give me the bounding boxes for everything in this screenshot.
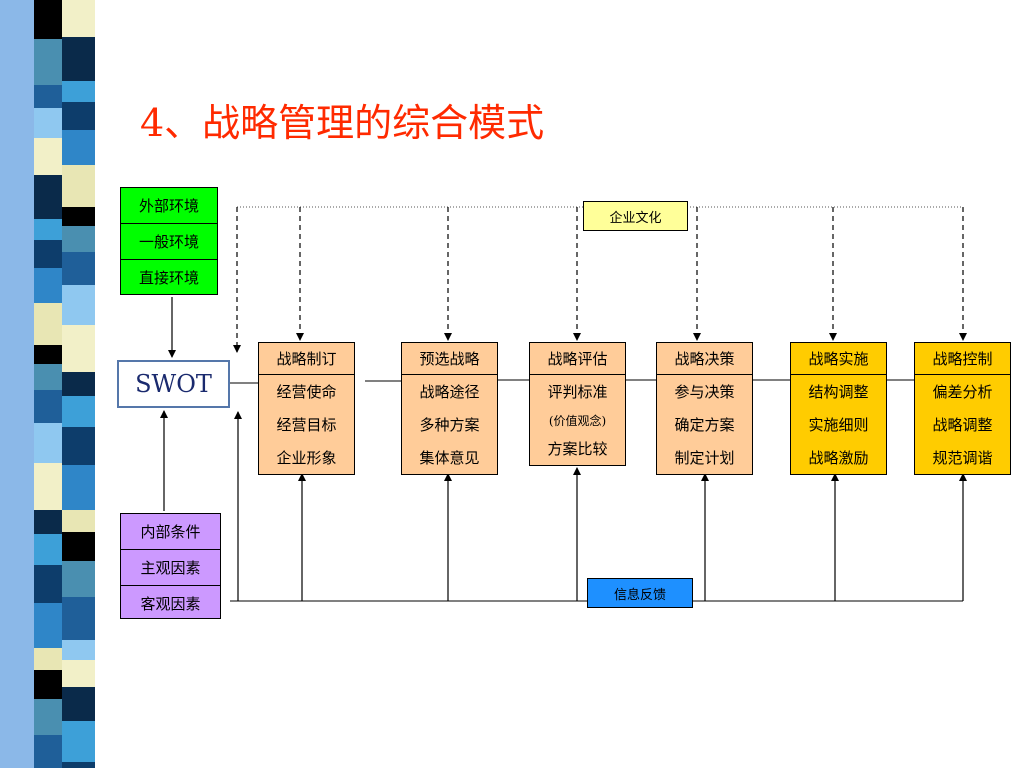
internal-row-2: 主观因素 — [121, 549, 220, 585]
culture-dashed-arrows — [233, 207, 967, 353]
stage-item: 制定计划 — [674, 449, 735, 467]
stripe-segment — [34, 175, 62, 219]
stripe-segment — [62, 597, 95, 640]
stripe-segment — [62, 640, 95, 660]
stripe-segment — [62, 465, 95, 510]
page-title: 4、战略管理的综合模式 — [140, 101, 545, 145]
stripe-segment — [62, 102, 95, 130]
stripe-segment — [34, 364, 62, 390]
stage-box-decision: 战略决策 参与决策 确定方案 制定计划 — [656, 342, 753, 475]
internal-conditions-box: 内部条件 主观因素 客观因素 — [120, 513, 221, 619]
stage-item: 经营目标 — [276, 416, 337, 434]
stage-item: 评判标准 — [547, 383, 608, 401]
stripe-segment — [62, 207, 95, 226]
stage-item: 偏差分析 — [932, 383, 993, 401]
stripe-segment — [34, 303, 62, 345]
stripe-segment — [62, 285, 95, 325]
stripe-segment — [34, 108, 62, 138]
stripe-segment — [62, 165, 95, 207]
stripe-segment — [34, 390, 62, 423]
stripe-segment — [34, 85, 62, 108]
stripe-segment — [62, 226, 95, 252]
stripe-segment — [34, 603, 62, 648]
external-row-3: 直接环境 — [121, 259, 217, 295]
stripe-segment — [34, 670, 62, 699]
stripe-segment — [62, 762, 95, 768]
stage-head: 战略控制 — [915, 343, 1010, 375]
stage-item: 方案比较 — [547, 440, 608, 458]
stripe-segment — [34, 345, 62, 364]
internal-row-1: 内部条件 — [140, 523, 201, 541]
stripe-segment — [62, 372, 95, 396]
stripe-segment — [34, 268, 62, 303]
stripe-segment — [62, 130, 95, 165]
stripe-segment — [34, 39, 62, 85]
stripe-segment — [62, 687, 95, 721]
stage-item: 战略激励 — [808, 449, 869, 467]
stage-head: 战略评估 — [530, 343, 625, 375]
stripe-segment — [34, 423, 62, 463]
stripe-segment — [62, 427, 95, 465]
stage-item: 战略调整 — [932, 416, 993, 434]
stage-box-formulation: 战略制订 经营使命 经营目标 企业形象 — [258, 342, 355, 475]
stage-item: 企业形象 — [276, 449, 337, 467]
feedback-up-arrows — [234, 411, 967, 601]
external-row-2: 一般环境 — [121, 223, 217, 259]
stripe-segment — [62, 721, 95, 762]
swot-box: SWOT — [117, 360, 230, 408]
stage-item: 参与决策 — [674, 383, 735, 401]
stripe-segment — [34, 699, 62, 735]
stage-item-note: (价值观念) — [548, 413, 607, 428]
stripe-segment — [34, 565, 62, 603]
stage-item: 实施细则 — [808, 416, 869, 434]
stripe-segment — [62, 81, 95, 102]
internal-row-3: 客观因素 — [121, 585, 220, 621]
stripe-segment — [62, 561, 95, 597]
stripe-segment — [34, 510, 62, 534]
stage-box-control: 战略控制 偏差分析 战略调整 规范调谐 — [914, 342, 1011, 475]
stripe-segment — [34, 735, 62, 768]
stripe-segment — [62, 325, 95, 372]
stage-head: 战略决策 — [657, 343, 752, 375]
decorative-stripe-bar — [0, 0, 120, 768]
main-flow-line — [230, 379, 914, 384]
stage-item: 规范调谐 — [932, 449, 993, 467]
stripe-segment — [62, 0, 95, 37]
corporate-culture-tag: 企业文化 — [583, 201, 688, 231]
stripe-segment — [34, 648, 62, 670]
stage-item: 集体意见 — [419, 449, 480, 467]
stage-head: 预选战略 — [402, 343, 497, 375]
stage-box-implementation: 战略实施 结构调整 实施细则 战略激励 — [790, 342, 887, 475]
stripe-segment — [62, 532, 95, 561]
stripe-segment — [62, 510, 95, 532]
information-feedback-tag: 信息反馈 — [587, 578, 693, 608]
stripe-segment — [34, 0, 62, 39]
stage-item: 经营使命 — [276, 383, 337, 401]
stage-box-evaluation: 战略评估 评判标准 (价值观念) 方案比较 — [529, 342, 626, 466]
stripe-segment — [62, 37, 95, 81]
stage-head: 战略实施 — [791, 343, 886, 375]
stripe-segment — [34, 219, 62, 240]
stripe-segment — [34, 240, 62, 268]
stripe-segment — [62, 396, 95, 427]
stripe-segment — [62, 660, 95, 687]
external-row-1: 外部环境 — [138, 197, 199, 215]
stripe-segment — [34, 138, 62, 175]
stripe-segment — [34, 463, 62, 510]
stage-item: 确定方案 — [674, 416, 735, 434]
stage-box-preselection: 预选战略 战略途径 多种方案 集体意见 — [401, 342, 498, 475]
stage-item: 战略途径 — [419, 383, 480, 401]
stage-head: 战略制订 — [259, 343, 354, 375]
stage-item: 多种方案 — [419, 416, 480, 434]
stage-item: 结构调整 — [808, 383, 869, 401]
stripe-segment — [34, 534, 62, 565]
external-environment-box: 外部环境 一般环境 直接环境 — [120, 187, 218, 295]
stripe-segment — [62, 252, 95, 285]
